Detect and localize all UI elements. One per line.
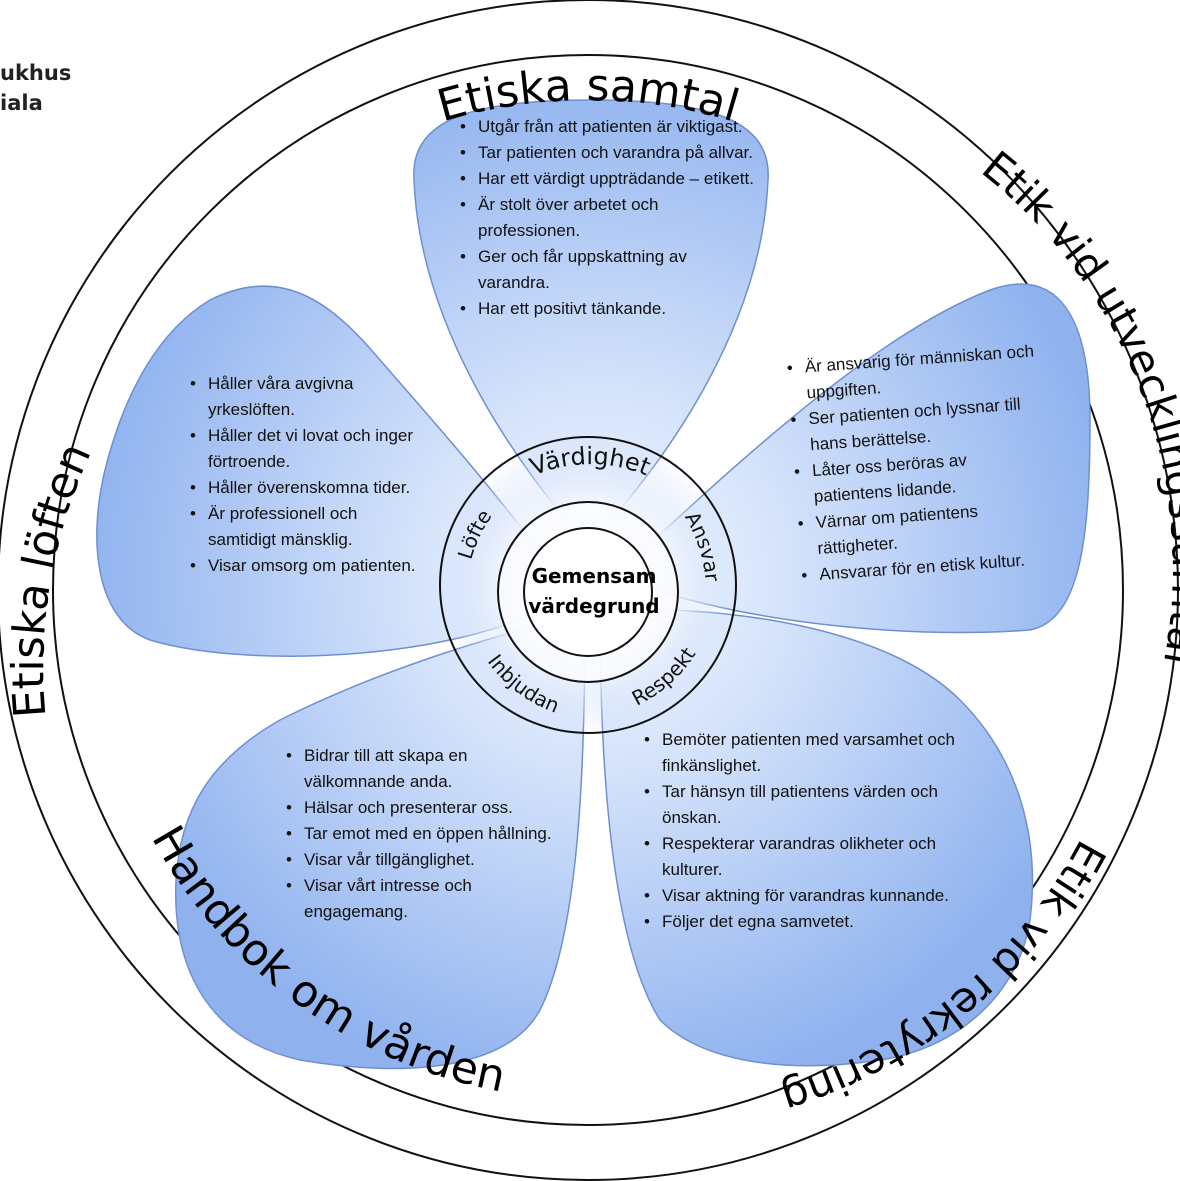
petal-list-item: Utgår från att patienten är viktigast.: [456, 114, 756, 140]
svg-text:Etiska löften: Etiska löften: [3, 436, 101, 720]
petal-bottom-right-list: Bemöter patienten med varsamhet och fink…: [640, 727, 980, 935]
petal-list-item: Visar omsorg om patienten.: [186, 553, 426, 579]
petal-list-item: Har ett värdigt uppträdande – etikett.: [456, 166, 756, 192]
petal-list-item: Respekterar varandras olikheter och kult…: [640, 831, 980, 883]
petal-list-item: Tar patienten och varandra på allvar.: [456, 140, 756, 166]
petal-list-item: Håller det vi lovat och inger förtroende…: [186, 423, 426, 475]
logo: ukhus iala: [0, 58, 71, 118]
petal-list-item: Har ett positivt tänkande.: [456, 296, 756, 322]
petal-bottom-left-list: Bidrar till att skapa en välkomnande and…: [282, 743, 552, 925]
outer-ring-inner-edge: [52, 54, 1124, 1126]
outer-label-etiska-loften: Etiska löften: [3, 436, 101, 720]
petal-right-list: Är ansvarig för människan och uppgiften.…: [782, 338, 1058, 590]
petal-list-item: Följer det egna samvetet.: [640, 909, 980, 935]
petal-list-item: Är stolt över arbetet och professionen.: [456, 192, 756, 244]
petal-left-list: Håller våra avgivna yrkeslöften.Håller d…: [186, 371, 426, 579]
petal-list-item: Tar emot med en öppen hållning.: [282, 821, 552, 847]
petal-list-item: Bemöter patienten med varsamhet och fink…: [640, 727, 980, 779]
center-core: [523, 527, 653, 657]
petal-list-item: Visar vårt intresse och engagemang.: [282, 873, 552, 925]
petal-list-item: Hälsar och presenterar oss.: [282, 795, 552, 821]
center-line-2: värdegrund: [528, 594, 659, 618]
petal-top-list: Utgår från att patienten är viktigast.Ta…: [456, 114, 756, 322]
petal-list-item: Håller våra avgivna yrkeslöften.: [186, 371, 426, 423]
petal-list-item: Visar vår tillgänglighet.: [282, 847, 552, 873]
center-line-1: Gemensam: [532, 564, 657, 588]
petal-list-item: Är professionell och samtidigt mänsklig.: [186, 501, 426, 553]
logo-line-1: ukhus: [0, 61, 72, 85]
petal-list-item: Bidrar till att skapa en välkomnande and…: [282, 743, 552, 795]
petal-list-item: Håller överenskomna tider.: [186, 475, 426, 501]
center-label: Gemensam värdegrund: [528, 564, 659, 618]
petal-list-item: Tar hänsyn till patientens värden och ön…: [640, 779, 980, 831]
petal-list-item: Ger och får uppskattning av varandra.: [456, 244, 756, 296]
petal-list-item: Visar aktning för varandras kunnande.: [640, 883, 980, 909]
logo-line-2: iala: [0, 91, 43, 115]
inner-ring: [439, 436, 737, 734]
